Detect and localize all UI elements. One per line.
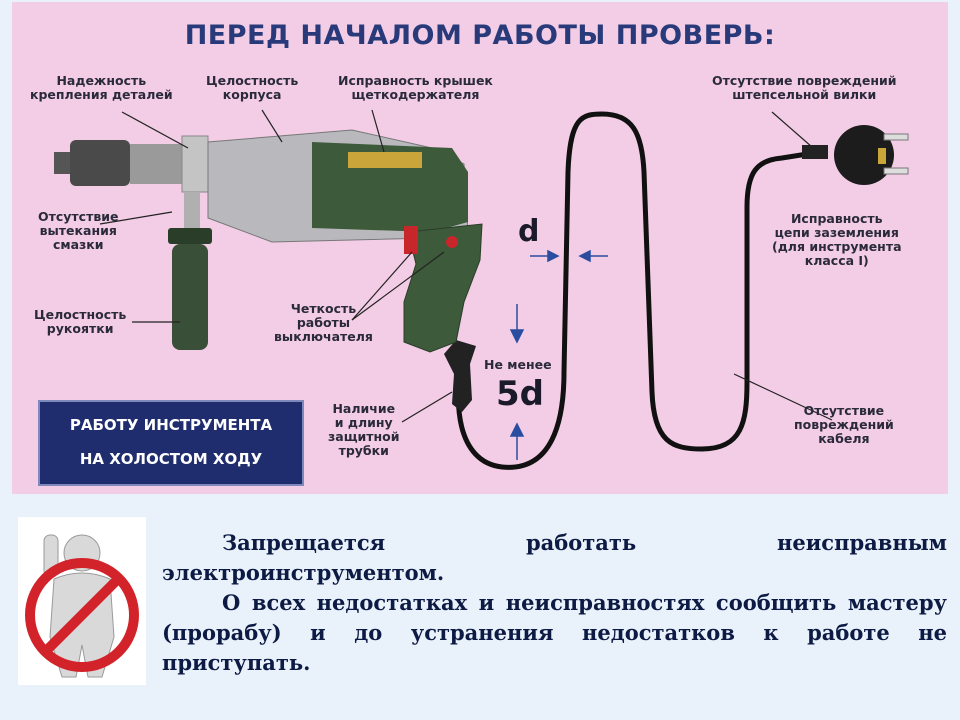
label-grounding-circuit: Исправность цепи заземления (для инструм…: [772, 211, 902, 268]
power-cable: [455, 111, 823, 470]
label-body-integrity: Целостность корпуса: [206, 73, 299, 102]
label-plug-damage: Отсутствие повреждений штепсельной вилки: [712, 73, 897, 102]
idle-run-line2: НА ХОЛОСТОМ ХОДУ: [79, 450, 263, 468]
label-not-less-than: Не менее: [484, 357, 552, 372]
label-details-fastening: Надежность крепления деталей: [30, 73, 173, 102]
trigger-switch: [404, 226, 418, 254]
label-lube-leak: Отсутствие вытекания смазки: [38, 209, 119, 252]
drill-illustration: [54, 109, 909, 470]
lock-button: [446, 236, 458, 248]
warning-paragraph-2: О всех недостатках и неисправностях сооб…: [162, 590, 947, 675]
idle-run-box: РАБОТУ ИНСТРУМЕНТА НА ХОЛОСТОМ ХОДУ: [38, 400, 304, 486]
label-brush-covers: Исправность крышек щеткодержателя: [338, 73, 493, 102]
dimension-5d: 5d: [496, 374, 544, 414]
protective-tube: [444, 340, 476, 412]
label-protective-tube: Наличие и длину защитной трубки: [328, 401, 400, 458]
dimension-arrows: [509, 249, 608, 460]
drill-chuck: [54, 135, 209, 193]
dimension-d: d: [518, 214, 540, 249]
warning-paragraph-1: Запрещается работать неисправным электро…: [162, 530, 947, 585]
plug-icon: [802, 125, 909, 185]
label-switch-operation: Четкость работы выключателя: [274, 301, 373, 344]
poster-title: ПЕРЕД НАЧАЛОМ РАБОТЫ ПРОВЕРЬ:: [184, 20, 776, 51]
leader-lines: [99, 109, 833, 423]
warning-text: Запрещается работать неисправным электро…: [162, 528, 947, 678]
label-cable-damage: Отсутствие повреждений кабеля: [794, 403, 894, 446]
side-handle: [168, 192, 212, 350]
label-handle-integrity: Целостность рукоятки: [34, 307, 127, 336]
brush-cover: [348, 152, 422, 168]
pistol-grip: [403, 223, 483, 353]
prohibition-icon: [18, 517, 146, 685]
poster-panel: ПЕРЕД НАЧАЛОМ РАБОТЫ ПРОВЕРЬ:: [12, 2, 948, 494]
idle-run-line1: РАБОТУ ИНСТРУМЕНТА: [69, 416, 273, 434]
